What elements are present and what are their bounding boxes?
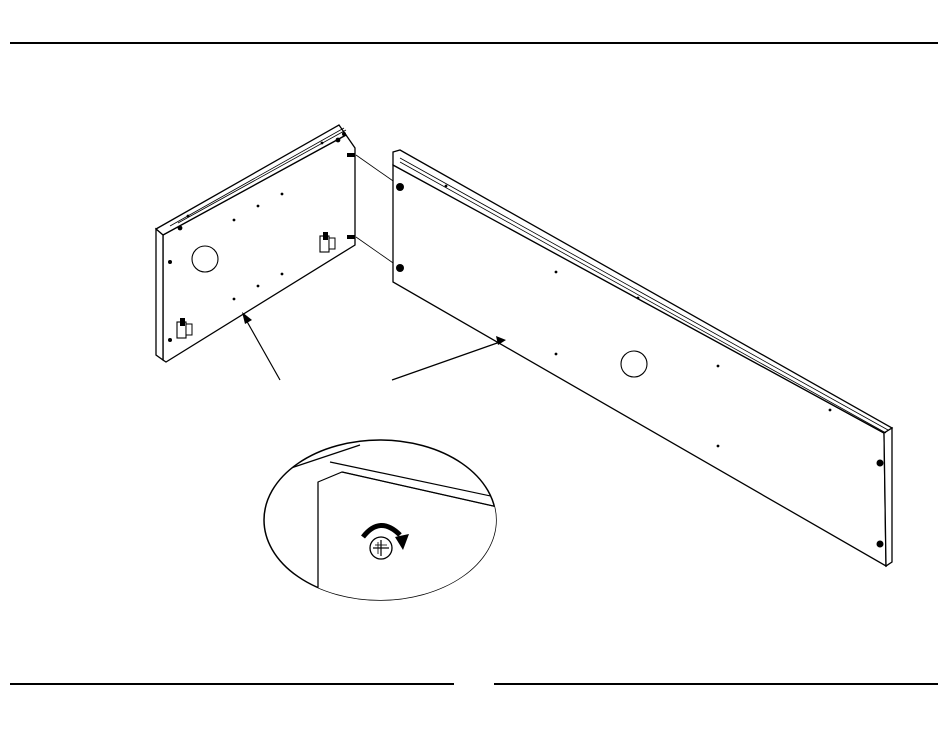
phillips-screw-icon [370, 537, 392, 559]
large-hole [621, 351, 647, 377]
detail-callout [264, 440, 520, 610]
large-hole [192, 246, 218, 272]
end-panel [156, 125, 355, 362]
